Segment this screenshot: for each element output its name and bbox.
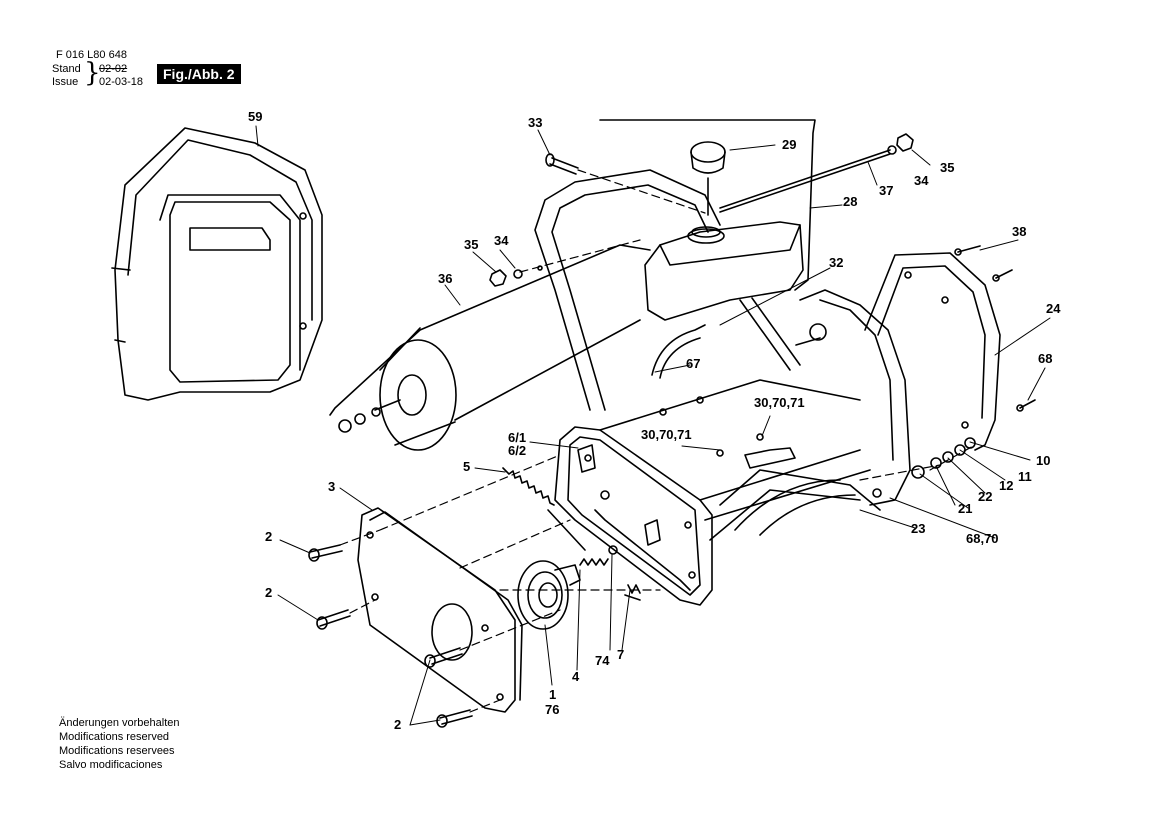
screw-33-part	[545, 153, 579, 175]
brace-icon: }	[84, 58, 101, 88]
issue-label: Issue	[52, 76, 79, 88]
callout-59: 59	[248, 109, 263, 124]
callout-76: 76	[545, 702, 560, 717]
note-french: Modifications reservees	[59, 745, 175, 757]
grass-cover-part	[111, 127, 323, 401]
roller-part	[329, 244, 651, 451]
note-english: Modifications reserved	[59, 731, 170, 743]
callout-24: 24	[1046, 301, 1061, 316]
callout-32: 32	[829, 255, 844, 270]
callout-3: 3	[328, 479, 336, 494]
callout-37: 37	[879, 183, 894, 198]
callout-68-top: 68	[1038, 351, 1053, 366]
issue-value: 02-03-18	[99, 76, 144, 88]
callout-12: 12	[999, 478, 1014, 493]
callout-30-70-71-b: 30,70,71	[641, 427, 692, 442]
leader-lines	[255, 125, 1051, 726]
small-screws-part	[954, 245, 1036, 412]
figure-tag: Fig./Abb. 2	[157, 64, 241, 84]
callout-10: 10	[1036, 453, 1051, 468]
bearing-part	[517, 560, 581, 630]
callout-6-2: 6/2	[508, 443, 527, 458]
stand-value: 02-02	[99, 63, 128, 75]
callout-4: 4	[572, 669, 580, 684]
modification-notes: Änderungen vorbehalten Modifications res…	[59, 716, 179, 772]
callout-5: 5	[463, 459, 471, 474]
callout-36: 36	[438, 271, 453, 286]
small-spring-part	[579, 545, 641, 601]
callout-68-70: 68,70	[966, 531, 999, 546]
callout-7: 7	[617, 647, 625, 662]
callout-22: 22	[978, 489, 993, 504]
callout-34-right: 34	[914, 173, 929, 188]
callout-33: 33	[528, 115, 543, 130]
callout-2-a: 2	[265, 529, 273, 544]
spring-part	[502, 467, 586, 551]
callout-34-left: 34	[494, 233, 509, 248]
note-german: Änderungen vorbehalten	[59, 717, 180, 729]
callout-38: 38	[1012, 224, 1027, 239]
cover-plate-part	[357, 507, 523, 713]
stand-label: Stand	[52, 63, 81, 75]
callout-28: 28	[843, 194, 858, 209]
side-plate-part	[554, 426, 713, 606]
callout-2-b: 2	[265, 585, 273, 600]
screws-part	[308, 544, 473, 728]
callout-23: 23	[911, 521, 926, 536]
callout-2-c: 2	[394, 717, 402, 732]
callout-11: 11	[1018, 469, 1032, 484]
long-rod-part	[719, 133, 914, 213]
handle-frame-part	[534, 119, 816, 411]
callout-35-left: 35	[464, 237, 479, 252]
callout-35-right: 35	[940, 160, 955, 175]
callout-30-70-71-a: 30,70,71	[754, 395, 805, 410]
callout-6-1: 6/1	[508, 430, 527, 445]
washer-stack-part	[911, 437, 976, 479]
note-spanish: Salvo modificaciones	[59, 759, 163, 771]
callout-21: 21	[958, 501, 973, 516]
part-number: F 016 L80 648	[56, 49, 127, 61]
fuel-tank-part	[644, 141, 804, 379]
assembly-lines	[339, 169, 976, 713]
callout-1: 1	[549, 687, 557, 702]
callout-67: 67	[686, 356, 701, 371]
callout-74: 74	[595, 653, 610, 668]
cylinder-reel-part	[599, 379, 881, 541]
side-frame-part	[795, 252, 1001, 506]
left-nut-part	[489, 265, 543, 287]
callout-29: 29	[782, 137, 797, 152]
